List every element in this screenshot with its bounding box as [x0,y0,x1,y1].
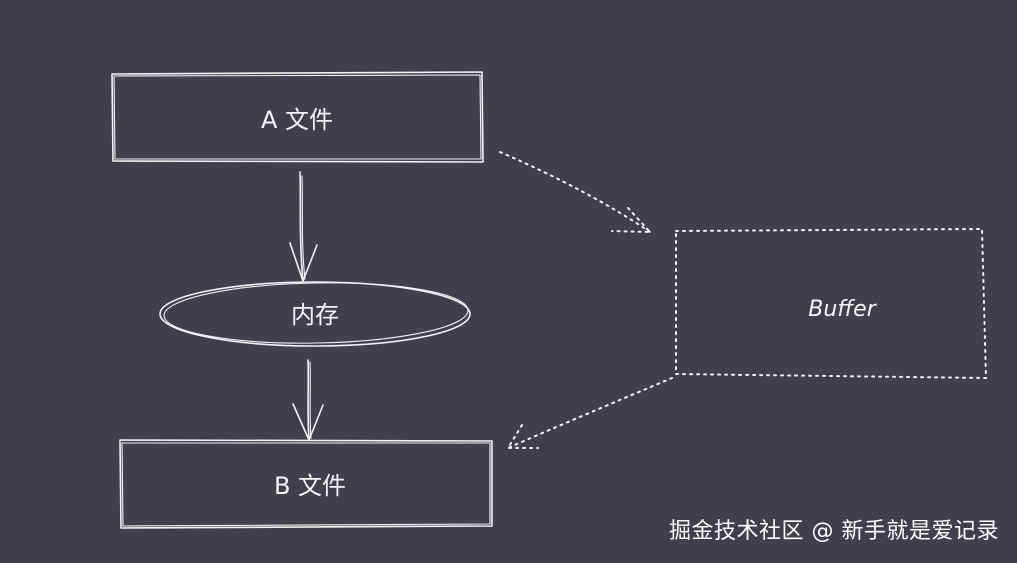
file-b-node: B 文件 [119,439,493,529]
file-a-label: A 文件 [261,106,333,134]
memory-node: 内存 [159,281,471,347]
memory-label: 内存 [291,301,339,329]
watermark: 掘金技术社区 @ 新手就是爱记录 [669,519,999,544]
dotted-arrow-a-to-buffer [499,151,653,234]
buffer-node: Buffer [675,227,988,380]
arrow-memory-to-b [292,359,324,441]
buffer-label: Buffer [808,297,877,322]
file-a-node: A 文件 [111,71,484,163]
file-b-label: B 文件 [274,472,346,500]
dotted-arrow-buffer-to-b [506,377,673,449]
arrow-a-to-memory [289,171,318,282]
